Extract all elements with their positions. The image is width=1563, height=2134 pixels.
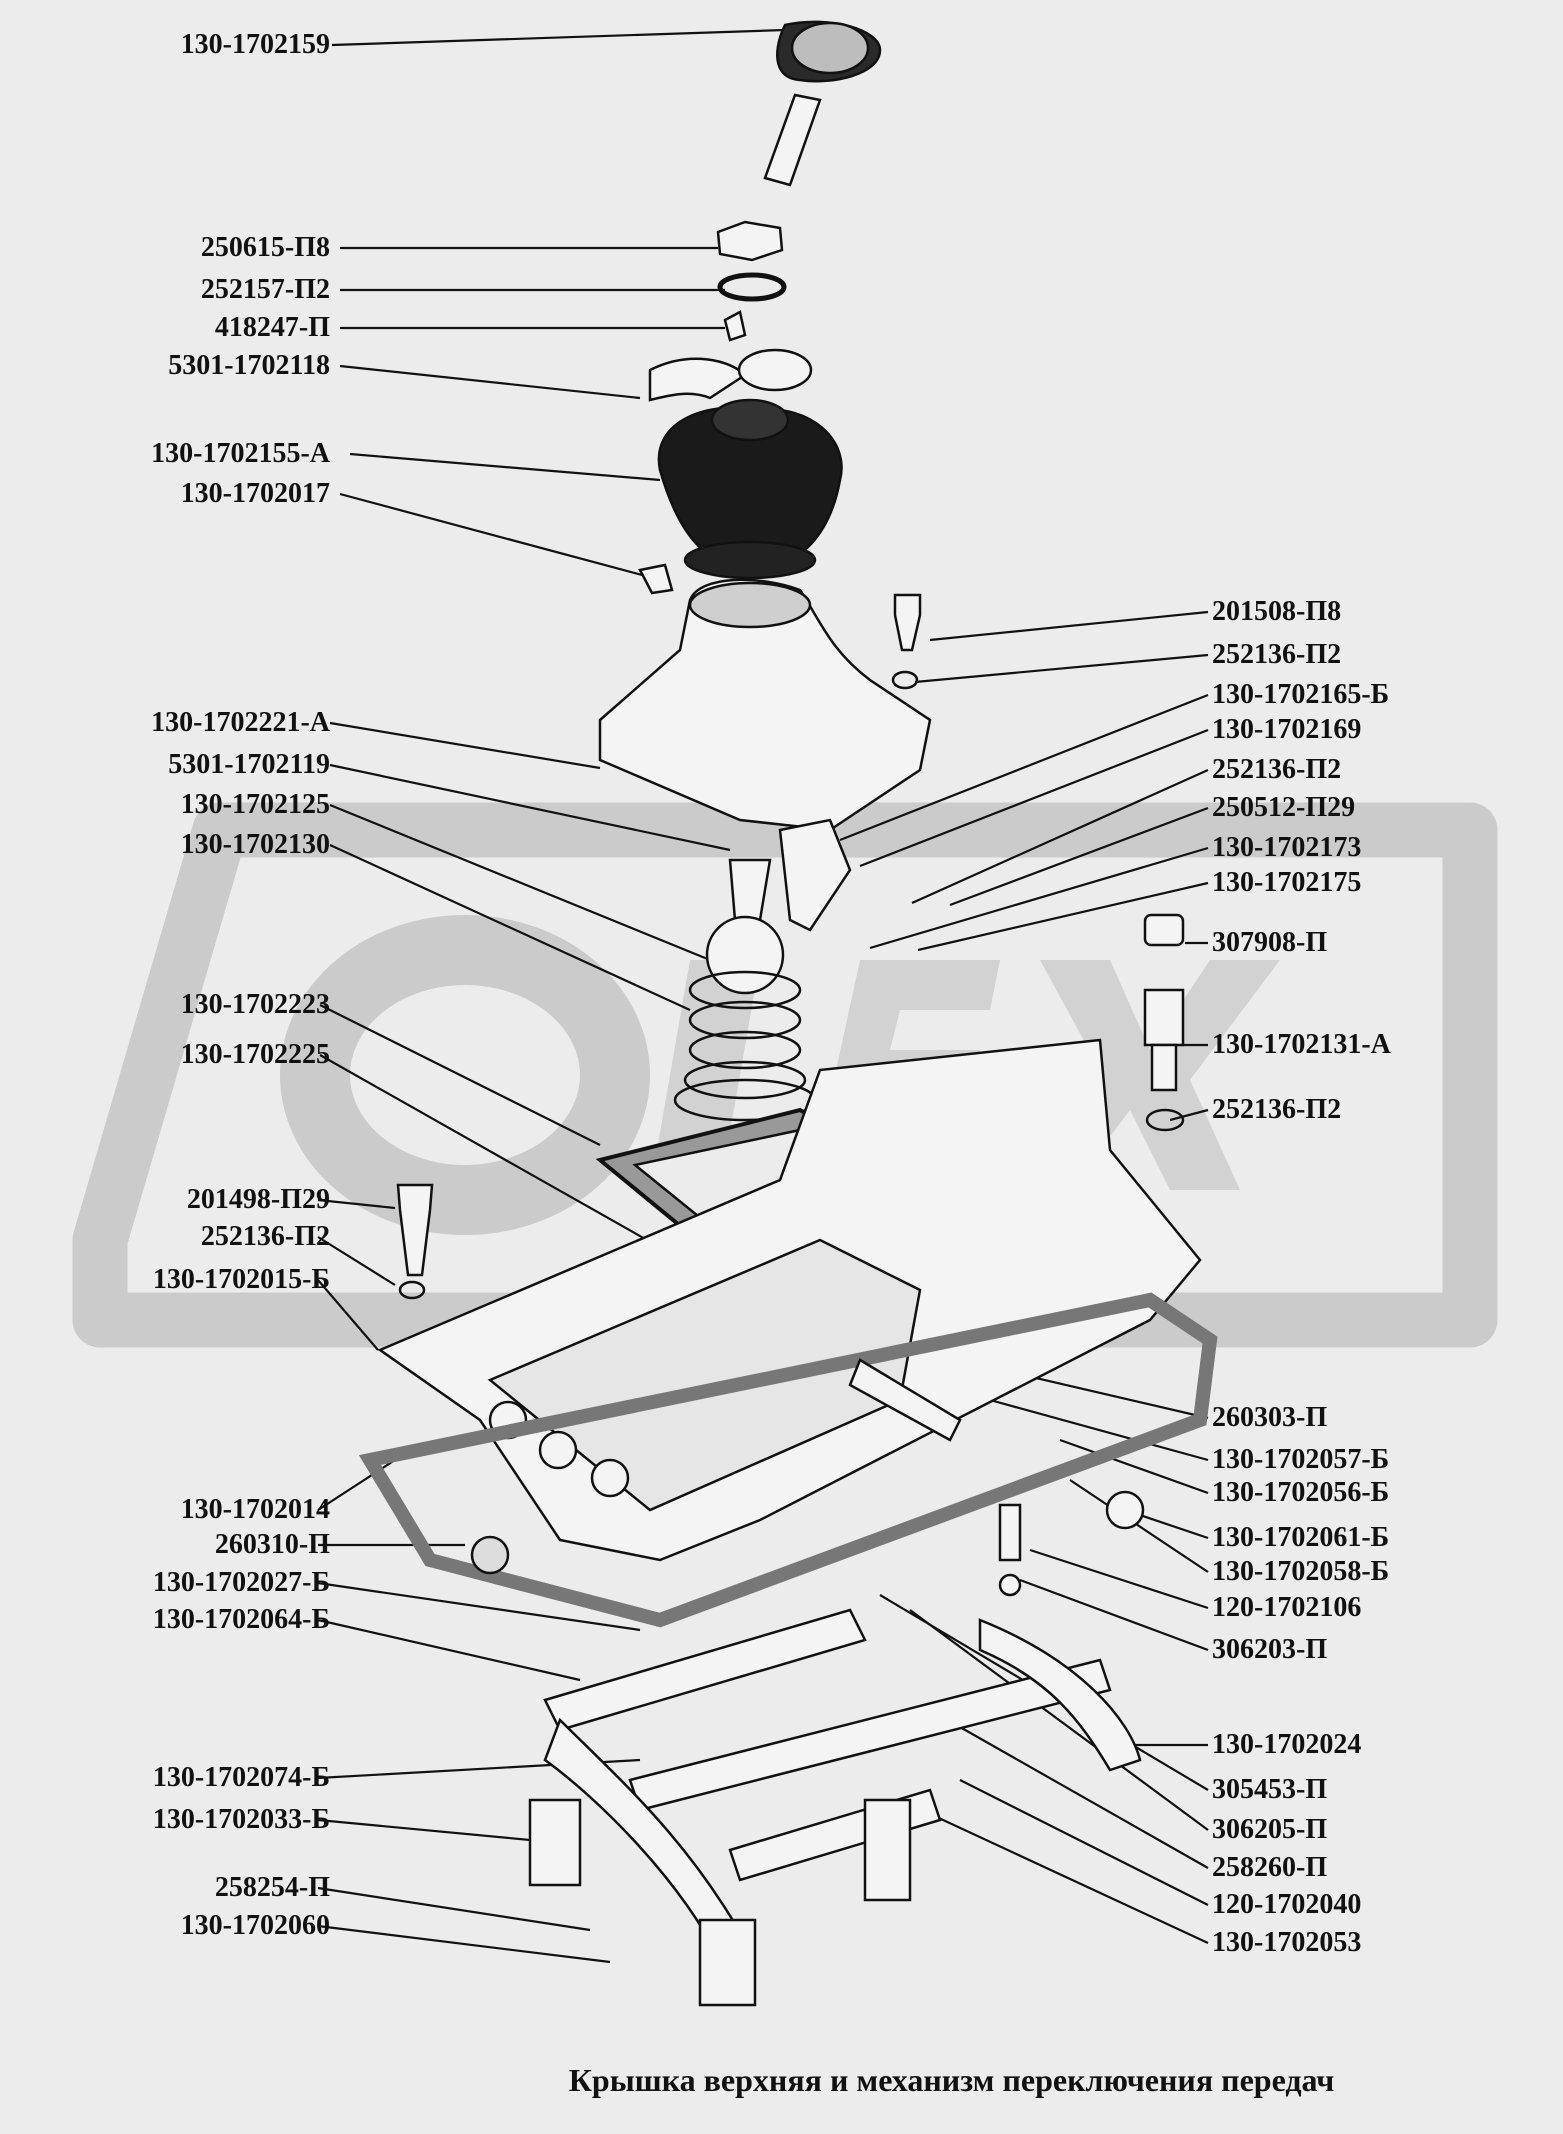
part-label-left: 252157-П2	[200, 274, 330, 305]
part-label-left: 130-1702064-Б	[152, 1604, 330, 1635]
part-label-right: 260303-П	[1212, 1402, 1328, 1433]
part-label-left: 130-1702225	[180, 1039, 330, 1070]
part-label-right: 130-1702057-Б	[1212, 1444, 1390, 1475]
part-label-right: 252136-П2	[1212, 1094, 1342, 1125]
part-label-right: 130-1702024	[1212, 1729, 1362, 1760]
part-label-right: 305453-П	[1212, 1774, 1328, 1805]
diagram-caption: Крышка верхняя и механизм переключения п…	[0, 2062, 1563, 2099]
part-label-right: 252136-П2	[1212, 754, 1342, 785]
part-label-left: 130-1702017	[180, 478, 330, 509]
caption-text: Крышка верхняя и механизм переключения п…	[568, 2062, 1335, 2098]
part-label-left: 130-1702027-Б	[152, 1567, 330, 1598]
pivot-bracket	[778, 818, 852, 932]
part-label-left: 201498-П29	[186, 1184, 330, 1215]
part-label-left: 252136-П2	[200, 1221, 330, 1252]
part-label-left: 258254-П	[214, 1872, 330, 1903]
washer	[717, 272, 787, 302]
shift-lever-top	[763, 93, 822, 187]
nut	[716, 220, 784, 262]
part-label-left: 130-1702015-Б	[152, 1264, 330, 1295]
part-label-left: 130-1702014	[180, 1494, 330, 1525]
part-label-right: 130-1702165-Б	[1212, 679, 1390, 710]
retainer-bracket	[648, 357, 747, 402]
key	[723, 310, 747, 342]
part-label-right: 130-1702173	[1212, 832, 1362, 863]
leader-lines	[317, 28, 1209, 1964]
part-label-left: 130-1702223	[180, 989, 330, 1020]
part-label-right: 307908-П	[1212, 927, 1328, 958]
part-label-left: 130-1702060	[180, 1910, 330, 1941]
part-label-right: 130-1702131-А	[1212, 1029, 1391, 1060]
lower-gasket	[358, 1292, 1218, 1628]
part-label-right: 120-1702040	[1212, 1889, 1362, 1920]
shift-lever	[728, 858, 772, 922]
part-label-right: 250512-П29	[1212, 792, 1356, 823]
part-label-left: 130-1702130	[180, 829, 330, 860]
part-label-right: 130-1702053	[1212, 1927, 1362, 1958]
part-label-right: 130-1702169	[1212, 714, 1362, 745]
parts	[358, 20, 1218, 2007]
part-label-right: 130-1702175	[1212, 867, 1362, 898]
part-label-left: 130-1702221-А	[151, 707, 330, 738]
part-label-right: 120-1702106	[1212, 1592, 1362, 1623]
springs	[673, 970, 817, 1122]
part-label-right: 130-1702058-Б	[1212, 1556, 1390, 1587]
part-label-left: 5301-1702118	[168, 350, 330, 381]
bolt-left	[396, 1183, 434, 1277]
detent-spring	[848, 1358, 962, 1442]
part-label-right: 258260-П	[1212, 1852, 1328, 1883]
part-label-left: 130-1702074-Б	[152, 1762, 330, 1793]
shift-fork-right	[978, 1618, 1142, 1772]
part-label-right: 130-1702056-Б	[1212, 1477, 1390, 1508]
part-label-right: 306205-П	[1212, 1814, 1328, 1845]
part-label-right: 306203-П	[1212, 1634, 1328, 1665]
part-label-left: 130-1702033-Б	[152, 1804, 330, 1835]
part-label-left: 418247-П	[214, 312, 330, 343]
part-label-left: 130-1702159	[180, 29, 330, 60]
part-label-left: 250615-П8	[200, 232, 330, 263]
part-label-right: 201508-П8	[1212, 596, 1342, 627]
part-label-left: 5301-1702119	[168, 749, 330, 780]
part-label-right: 252136-П2	[1212, 639, 1342, 670]
shift-rod	[543, 1608, 867, 1732]
clip	[638, 563, 674, 595]
part-label-left: 130-1702155-А	[151, 438, 330, 469]
part-label-right: 130-1702061-Б	[1212, 1522, 1390, 1553]
part-label-left: 260310-П	[214, 1529, 330, 1560]
lever-ball	[705, 915, 785, 995]
part-label-left: 130-1702125	[180, 789, 330, 820]
bolt	[893, 593, 922, 652]
